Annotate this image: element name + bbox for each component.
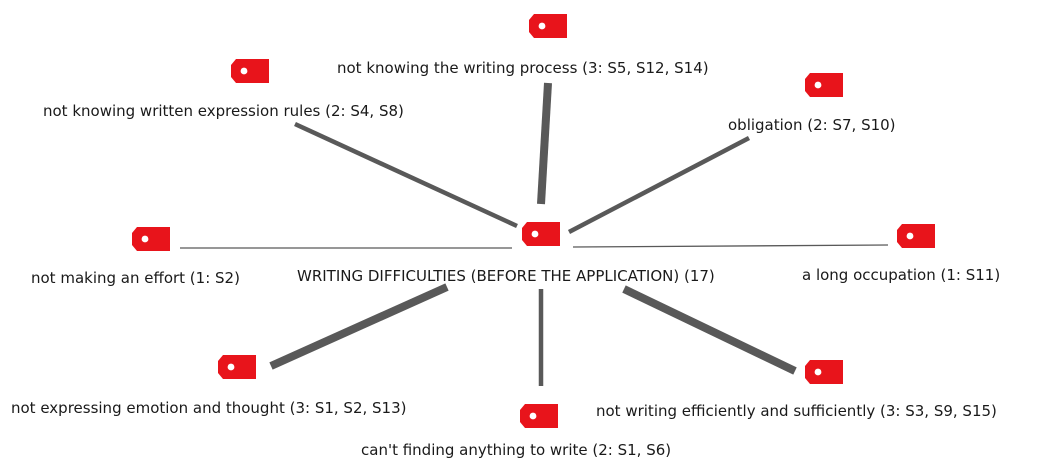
tag-icon [520,404,558,428]
tag-icon [529,14,567,38]
connector-writing-process [537,82,552,205]
tag-icon [897,224,935,248]
node-label-long-occupation: a long occupation (1: S11) [802,266,1001,284]
connector-written-expression-rules [294,121,518,229]
tag-icon [805,73,843,97]
connector-long-occupation [572,244,889,248]
node-label-written-expression-rules: not knowing written expression rules (2:… [43,102,404,120]
node-label-writing-efficiently: not writing efficiently and sufficiently… [596,402,997,420]
center-label: WRITING DIFFICULTIES (BEFORE THE APPLICA… [297,267,715,285]
node-label-obligation: obligation (2: S7, S10) [728,116,896,134]
connector-emotion-thought [269,283,449,370]
node-label-writing-process: not knowing the writing process (3: S5, … [337,59,709,77]
node-label-emotion-thought: not expressing emotion and thought (3: S… [11,399,407,417]
node-label-making-effort: not making an effort (1: S2) [31,269,240,287]
tag-icon [805,360,843,384]
connector-obligation [567,136,751,234]
tag-icon [218,355,256,379]
tag-icon [231,59,269,83]
tag-icon [522,222,560,246]
node-label-finding-anything: can't finding anything to write (2: S1, … [361,441,672,459]
tag-icon [132,227,170,251]
connector-writing-efficiently [622,285,797,375]
